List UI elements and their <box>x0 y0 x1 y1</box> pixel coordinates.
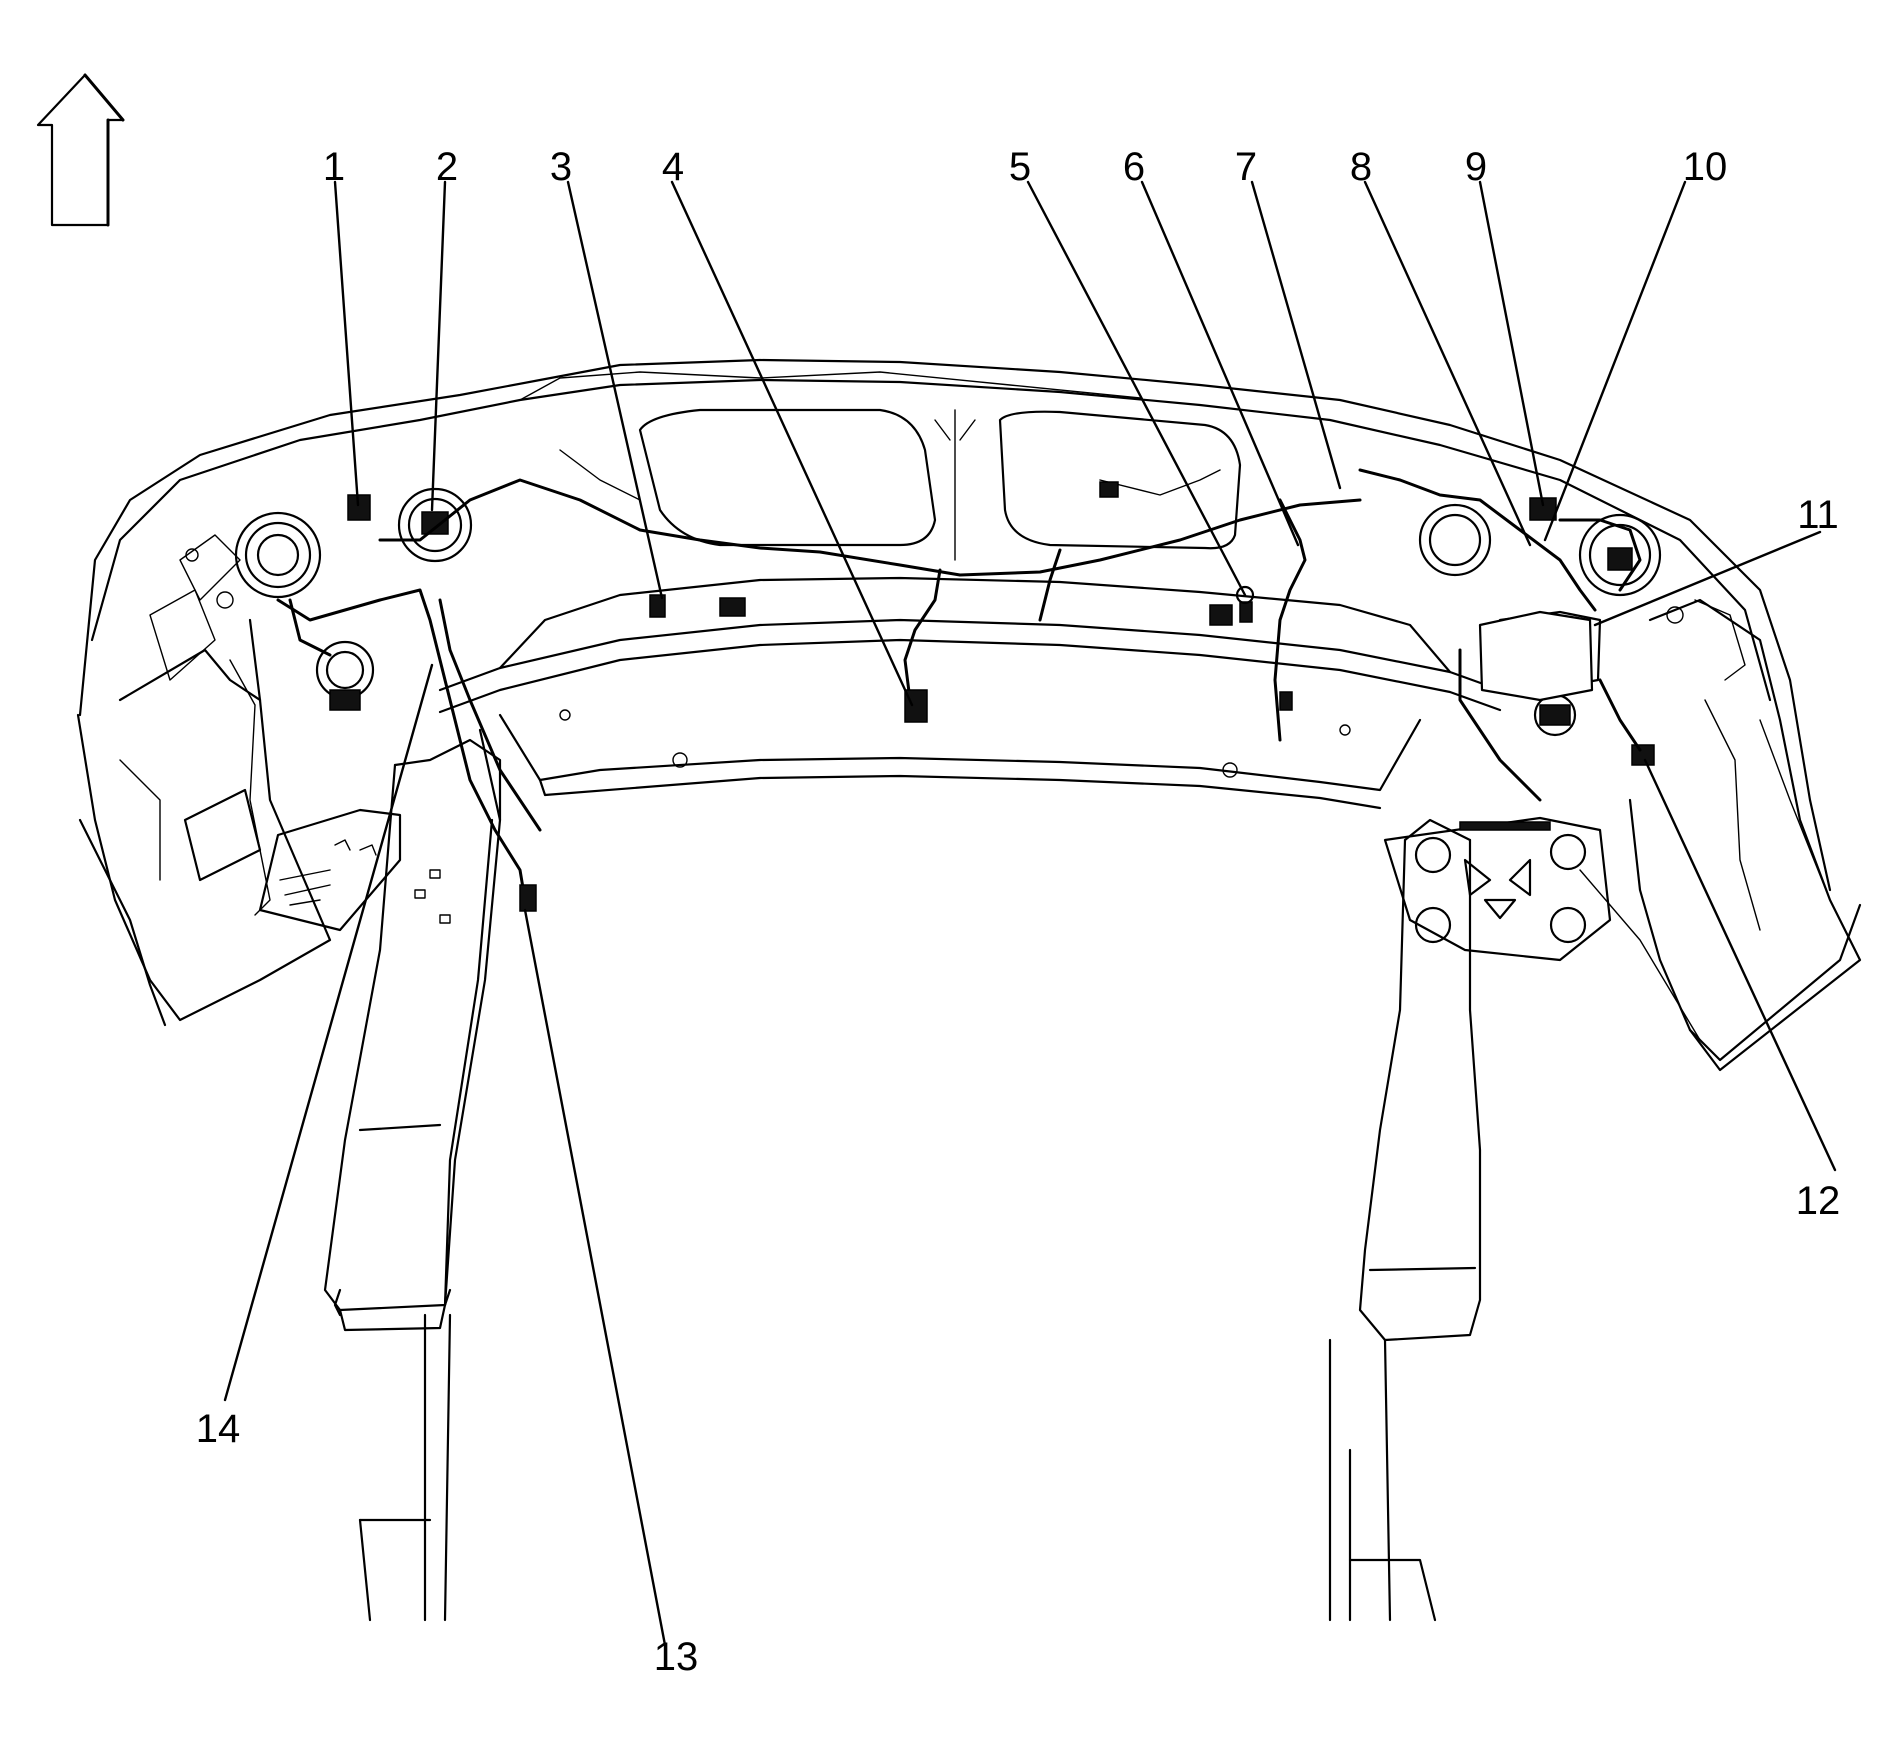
callout-4: 4 <box>662 145 684 189</box>
callout-5: 5 <box>1009 145 1031 189</box>
front-end-structure <box>76 358 1862 1622</box>
callout-9: 9 <box>1465 145 1487 189</box>
callout-13: 13 <box>654 1635 699 1679</box>
left-headlamp-assembly <box>179 487 473 711</box>
callout-labels: 1 2 3 4 5 6 7 8 9 10 11 12 13 14 <box>196 145 1841 1679</box>
callout-10: 10 <box>1683 145 1728 189</box>
callout-1: 1 <box>323 145 345 189</box>
callout-7: 7 <box>1235 145 1257 189</box>
wiring-harness <box>276 449 1642 912</box>
callout-14: 14 <box>196 1407 241 1451</box>
callout-12: 12 <box>1796 1179 1841 1223</box>
callout-8: 8 <box>1350 145 1372 189</box>
leader-lines <box>223 180 1837 1647</box>
callout-6: 6 <box>1123 145 1145 189</box>
callout-2: 2 <box>436 145 458 189</box>
callout-3: 3 <box>550 145 572 189</box>
right-module-box <box>1478 610 1594 702</box>
forward-arrow-icon <box>36 73 125 227</box>
callout-11: 11 <box>1797 493 1839 537</box>
